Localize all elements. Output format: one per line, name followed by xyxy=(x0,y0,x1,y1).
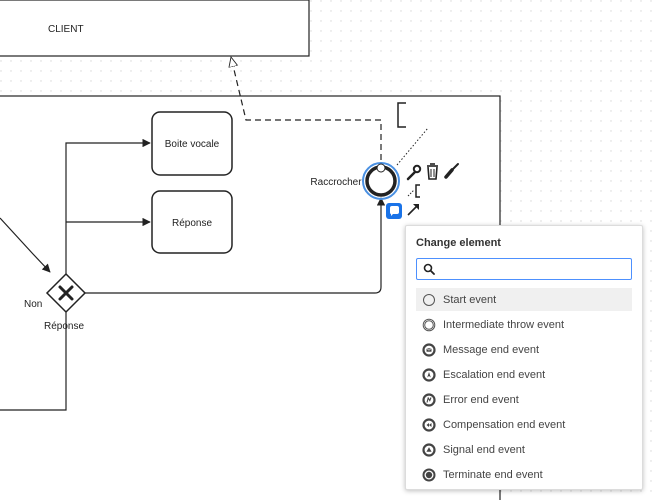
menu-entry-compensation-end-event[interactable]: Compensation end event xyxy=(416,413,632,436)
sequence-flow-to-voicemail[interactable] xyxy=(65,138,151,276)
escalation-end-event-icon xyxy=(422,367,436,382)
menu-entry-intermediate-throw-event[interactable]: Intermediate throw event xyxy=(416,313,632,336)
color-brush-icon[interactable] xyxy=(444,163,459,179)
compensation-end-event-icon xyxy=(422,417,436,432)
text-annotation[interactable] xyxy=(397,102,406,128)
client-pool-label: CLIENT xyxy=(48,24,84,35)
start-event-icon xyxy=(423,293,435,306)
menu-entry-signal-end-event[interactable]: Signal end event xyxy=(416,438,632,461)
comment-badge-icon[interactable] xyxy=(386,203,402,219)
trash-icon[interactable] xyxy=(427,163,438,180)
menu-entry-start-event[interactable]: Start event xyxy=(416,288,632,311)
search-input[interactable] xyxy=(439,260,629,278)
menu-entry-label: Intermediate throw event xyxy=(443,318,565,331)
flow-label-no: Non xyxy=(24,299,42,310)
menu-entry-label: Terminate end event xyxy=(443,468,543,481)
error-end-event-icon xyxy=(422,392,436,407)
sequence-flow-incoming[interactable] xyxy=(0,217,51,273)
selection-outline xyxy=(362,162,400,200)
intermediate-throw-event-icon xyxy=(422,318,436,331)
menu-entry-label: Message end event xyxy=(443,343,540,356)
menu-entry-message-end-event[interactable]: Message end event xyxy=(416,338,632,361)
search-box[interactable] xyxy=(416,258,632,280)
menu-entry-escalation-end-event[interactable]: Escalation end event xyxy=(416,363,632,386)
connection-handle[interactable] xyxy=(376,163,386,173)
message-flow[interactable] xyxy=(231,57,382,160)
search-icon xyxy=(423,263,435,275)
message-end-event-icon xyxy=(422,342,436,357)
task-voicemail-label: Boite vocale xyxy=(165,139,220,150)
exclusive-gateway[interactable] xyxy=(45,272,87,314)
menu-entry-label: Compensation end event xyxy=(443,418,566,431)
menu-entry-label: Escalation end event xyxy=(443,368,546,381)
menu-entry-label: Error end event xyxy=(443,393,519,406)
wrench-icon[interactable] xyxy=(406,164,422,181)
annotation-connect-icon[interactable] xyxy=(407,184,420,198)
association-line xyxy=(396,127,429,166)
menu-entry-label: Signal end event xyxy=(443,443,525,456)
task-response[interactable] xyxy=(151,190,233,254)
menu-entry-terminate-end-event[interactable]: Terminate end event xyxy=(416,463,632,486)
menu-title: Change element xyxy=(416,237,501,249)
task-response-label: Réponse xyxy=(172,218,212,229)
gateway-x-icon xyxy=(58,285,74,301)
sequence-flow-outgoing[interactable] xyxy=(0,312,67,411)
gateway-label: Réponse xyxy=(44,321,84,332)
end-event-label: Raccrocher xyxy=(310,177,362,188)
client-pool[interactable] xyxy=(0,0,310,57)
terminate-end-event-icon xyxy=(422,468,436,481)
menu-entry-label: Start event xyxy=(443,293,497,306)
signal-end-event-icon xyxy=(422,442,436,457)
sequence-flow-to-end-event[interactable] xyxy=(85,197,386,294)
task-voicemail[interactable] xyxy=(151,111,233,176)
connect-arrow-icon[interactable] xyxy=(407,204,419,216)
menu-entry-error-end-event[interactable]: Error end event xyxy=(416,388,632,411)
